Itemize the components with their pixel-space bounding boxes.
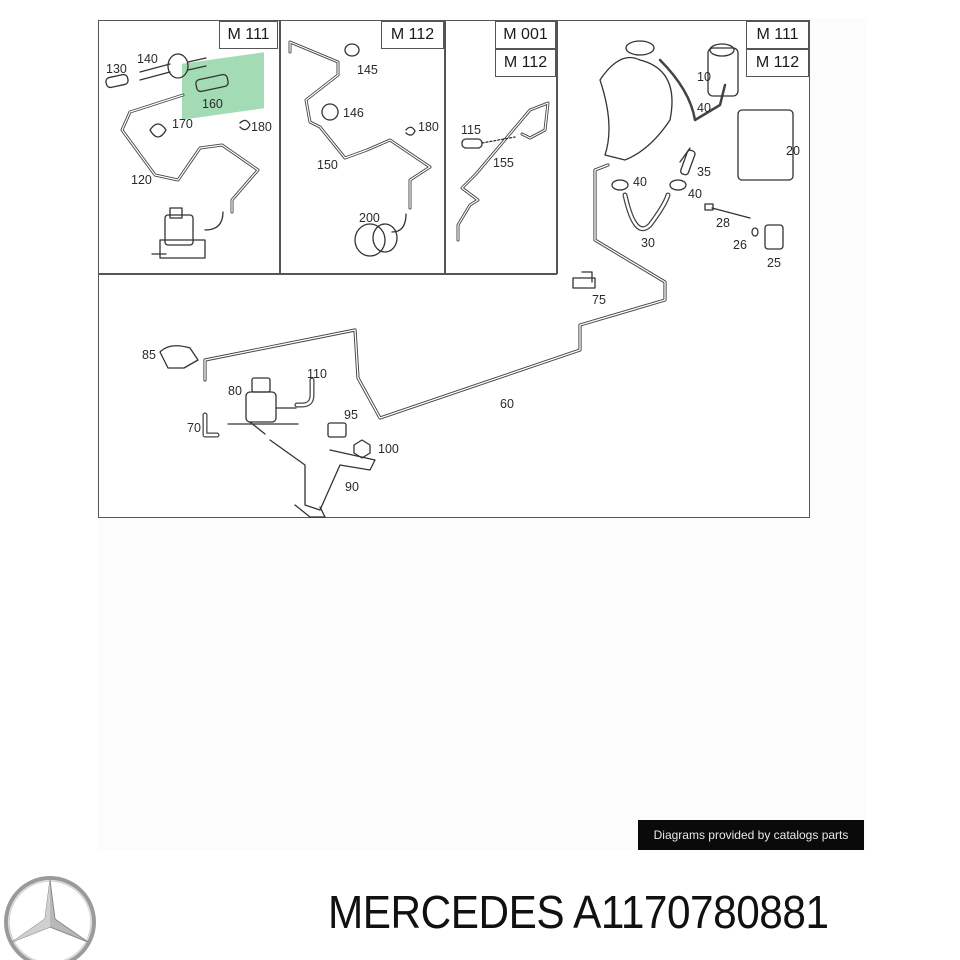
panel-divider-a-b: [279, 20, 281, 274]
callout-160[interactable]: 160: [202, 97, 223, 111]
callout-30[interactable]: 30: [641, 236, 655, 250]
model-tag-panel-c-1: M 001: [495, 21, 556, 49]
callout-95[interactable]: 95: [344, 408, 358, 422]
callout-26[interactable]: 26: [733, 238, 747, 252]
callout-110[interactable]: 110: [307, 367, 327, 381]
panel-divider-bottom: [98, 273, 557, 275]
callout-28[interactable]: 28: [716, 216, 730, 230]
part-title: MERCEDES A1170780881: [328, 886, 829, 938]
callout-40-c[interactable]: 40: [688, 187, 702, 201]
callout-115[interactable]: 115: [461, 123, 481, 137]
callout-150[interactable]: 150: [317, 158, 338, 172]
callout-180-b[interactable]: 180: [418, 120, 439, 134]
callout-146[interactable]: 146: [343, 106, 364, 120]
callout-60[interactable]: 60: [500, 397, 514, 411]
callout-40-a[interactable]: 40: [697, 101, 711, 115]
callout-10[interactable]: 10: [697, 70, 711, 84]
callout-130[interactable]: 130: [106, 62, 127, 76]
callout-20[interactable]: 20: [786, 144, 800, 158]
callout-85[interactable]: 85: [142, 348, 156, 362]
callout-155[interactable]: 155: [493, 156, 514, 170]
callout-120[interactable]: 120: [131, 173, 152, 187]
callout-180-a[interactable]: 180: [251, 120, 272, 134]
callout-35[interactable]: 35: [697, 165, 711, 179]
model-tag-panel-d-2: M 112: [746, 49, 809, 77]
callout-80[interactable]: 80: [228, 384, 242, 398]
callout-75[interactable]: 75: [592, 293, 606, 307]
model-tag-panel-a: M 111: [219, 21, 278, 49]
panel-divider-b-c: [444, 20, 446, 274]
model-tag-panel-c-2: M 112: [495, 49, 556, 77]
diagram-credit-banner: Diagrams provided by catalogs parts: [638, 820, 864, 850]
callout-40-b[interactable]: 40: [633, 175, 647, 189]
highlight-part-160: [182, 52, 264, 120]
callout-25[interactable]: 25: [767, 256, 781, 270]
callout-200[interactable]: 200: [359, 211, 380, 225]
callout-100[interactable]: 100: [378, 442, 399, 456]
callout-145[interactable]: 145: [357, 63, 378, 77]
mercedes-star-logo-icon: [4, 876, 96, 960]
model-tag-panel-b: M 112: [381, 21, 444, 49]
callout-90[interactable]: 90: [345, 480, 359, 494]
callout-70[interactable]: 70: [187, 421, 201, 435]
panel-divider-c-d: [556, 20, 558, 274]
model-tag-panel-d-1: M 111: [746, 21, 809, 49]
callout-140[interactable]: 140: [137, 52, 158, 66]
callout-170[interactable]: 170: [172, 117, 193, 131]
